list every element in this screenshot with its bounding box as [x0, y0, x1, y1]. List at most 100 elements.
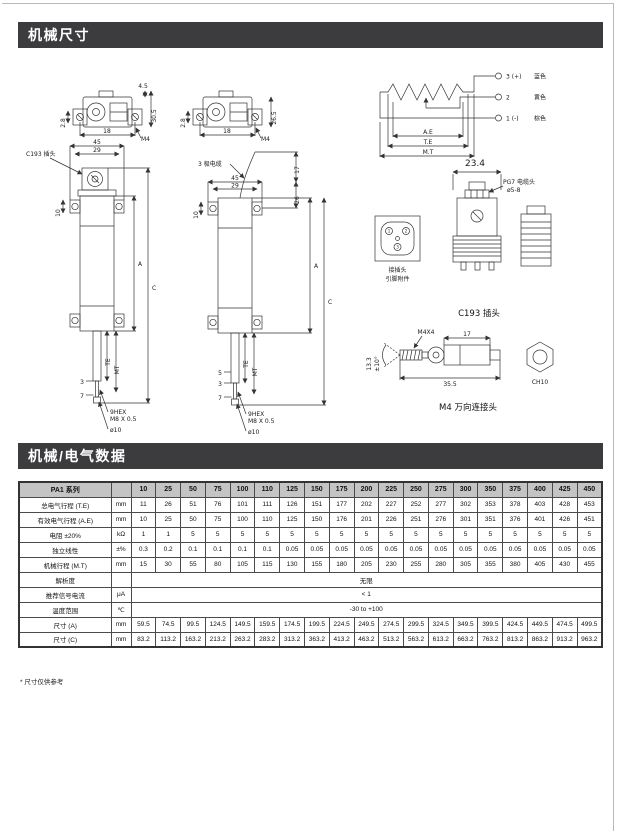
dia-label: ø10 [248, 429, 259, 436]
unit-cell: mm [110, 556, 132, 573]
row-label: 机械行程 (M.T) [18, 556, 112, 573]
column-header-350: 350 [477, 481, 504, 498]
cell-value: 274.5 [378, 616, 405, 633]
cell-value: 99.5 [180, 616, 206, 633]
dim-TE: TE [243, 360, 250, 369]
cell-value: 5 [427, 526, 454, 543]
cell-value: 0.1 [204, 541, 231, 558]
terminal-1-label: 1 (-) [506, 116, 519, 123]
cell-value: 463.2 [353, 631, 380, 648]
gland-diameter: ø5-8 [507, 187, 521, 194]
section-header-electrical-data: 机械/电气数据 [18, 443, 603, 469]
column-header-200: 200 [353, 481, 380, 498]
pin-diagram: 1 2 3 接插头 引脚附件 [374, 215, 421, 283]
unit-cell: μA [110, 586, 132, 603]
cell-value: 0.05 [502, 541, 528, 558]
column-header-175: 175 [328, 481, 355, 498]
thread-label: M4 [261, 136, 270, 143]
thread-label: M4 [141, 136, 150, 143]
dim-label: 29 [231, 183, 239, 190]
dim-label: 2.8 [180, 118, 187, 128]
unit-cell: ±% [110, 541, 132, 558]
cell-value: 5 [204, 526, 231, 543]
dim-A: A [138, 261, 143, 268]
cell-value: 150 [303, 511, 330, 528]
cell-value: 0.05 [353, 541, 380, 558]
cell-value: 5 [303, 526, 330, 543]
cell-value: 201 [353, 511, 380, 528]
cell-value: 5 [328, 526, 355, 543]
dim-label: 30.5 [151, 109, 158, 123]
dim-TE: TE [105, 358, 112, 367]
dim-MT: MT [114, 365, 121, 374]
span-value: < 1 [130, 586, 603, 603]
cell-value: 353 [477, 496, 504, 513]
cell-value: 403 [527, 496, 553, 513]
cell-value: 0.1 [180, 541, 206, 558]
pin-number: 1 [388, 229, 391, 234]
series-label: PA1 系列 [18, 481, 112, 498]
hex-label: 9HEX [248, 411, 264, 418]
cell-value: 405 [527, 556, 553, 573]
c193-connector-drawing: 23.4 PG7 电缆头 ø5-8 [452, 159, 552, 319]
top-view-2: 2.8 26.5 18 M4 [180, 90, 278, 143]
cell-value: 428 [551, 496, 578, 513]
column-header-25: 25 [155, 481, 182, 498]
cell-value: 0.1 [229, 541, 256, 558]
cell-value: 5 [279, 526, 305, 543]
cell-value: 301 [452, 511, 479, 528]
unit-cell: mm [110, 511, 132, 528]
cell-value: 1 [130, 526, 157, 543]
cell-value: 101 [229, 496, 256, 513]
hex-size-label: CH10 [532, 379, 549, 386]
column-header-300: 300 [452, 481, 479, 498]
callout-c193-plug: C193 插头 [26, 150, 56, 158]
dim-C: C [152, 285, 156, 292]
cell-value: 513.2 [378, 631, 405, 648]
dim-label: 17 [294, 166, 301, 174]
column-header-50: 50 [180, 481, 206, 498]
dim-AE: A.E [423, 129, 433, 136]
cell-value: 563.2 [403, 631, 429, 648]
cell-value: 249.5 [353, 616, 380, 633]
cell-value: 277 [427, 496, 454, 513]
thread-label: M4X4 [418, 329, 435, 336]
technical-drawings: 2.8 30.5 4.5 18 M4 2.8 2 [18, 56, 602, 438]
cell-value: 59.5 [130, 616, 157, 633]
dim-label: 18 [223, 128, 231, 135]
dim-label: 26 [294, 196, 301, 204]
column-header-110: 110 [254, 481, 281, 498]
cell-value: 105 [229, 556, 256, 573]
cell-value: 0.05 [452, 541, 479, 558]
column-header-425: 425 [551, 481, 578, 498]
cell-value: 449.5 [527, 616, 553, 633]
dim-label: 13.3 [366, 357, 373, 371]
callout-cable: 3 极电缆 [198, 160, 222, 168]
front-view-2: 3 极电缆 45 29 17 26 10 A [193, 151, 332, 436]
section-title-data: 机械/电气数据 [28, 448, 127, 464]
dim-MT: MT [252, 367, 259, 376]
cell-value: 5 [254, 526, 281, 543]
cell-value: 30 [155, 556, 182, 573]
gland-label: PG7 电缆头 [503, 178, 535, 186]
connector-caption: C193 插头 [458, 308, 500, 319]
column-header-125: 125 [279, 481, 305, 498]
dim-label: 3 [80, 379, 84, 386]
cell-value: 159.5 [254, 616, 281, 633]
cell-value: 130 [279, 556, 305, 573]
cell-value: 125 [279, 511, 305, 528]
cell-value: 155 [303, 556, 330, 573]
cell-value: 176 [328, 511, 355, 528]
cell-value: 413.2 [328, 631, 355, 648]
row-label: 解析度 [18, 571, 112, 588]
dim-label: 5 [218, 370, 222, 377]
cell-value: 0.05 [403, 541, 429, 558]
cell-value: 663.2 [452, 631, 479, 648]
cell-value: 813.2 [502, 631, 528, 648]
unit-cell: mm [110, 616, 132, 633]
